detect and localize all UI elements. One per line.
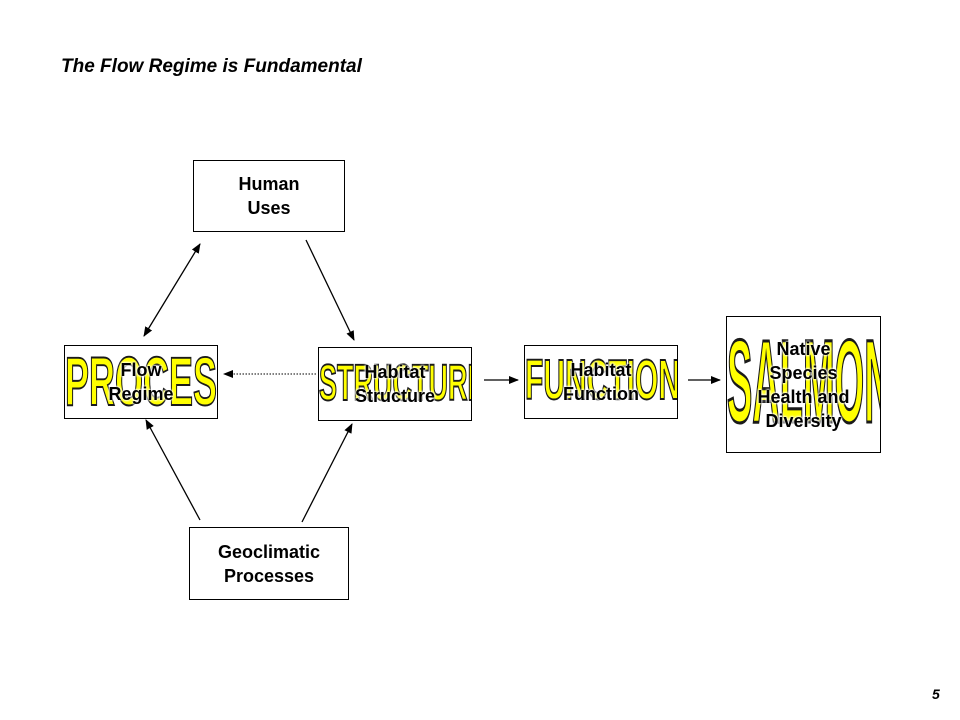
slide-title: The Flow Regime is Fundamental	[61, 56, 362, 77]
habitat-function-box: FUNCTION Habitat Function	[524, 345, 678, 419]
flow-regime-box: PROCESS Flow Regime	[64, 345, 218, 419]
function-watermark: FUNCTION	[525, 349, 678, 413]
habitat-structure-label: Habitat Structure	[354, 362, 435, 406]
native-species-box: SALMON Native Species Health and Diversi…	[726, 316, 881, 453]
arrow-geoclimatic-flow	[145, 419, 201, 521]
geoclimatic-box: Geoclimatic Processes	[189, 527, 349, 600]
human-uses-label: Human Uses	[238, 174, 300, 218]
structure-watermark: STRUCTURE	[319, 354, 472, 412]
salmon-watermark: SALMON	[727, 319, 881, 450]
arrow-geoclimatic-structure	[301, 423, 353, 523]
page-number: 5	[932, 686, 940, 702]
geoclimatic-label: Geoclimatic Processes	[217, 541, 321, 586]
habitat-structure-box: STRUCTURE Habitat Structure	[318, 347, 472, 421]
flow-regime-label: Flow Regime	[108, 360, 174, 404]
habitat-function-label: Habitat Function	[563, 360, 639, 404]
human-uses-box: Human Uses	[193, 160, 345, 232]
arrow-flow-human	[143, 243, 201, 337]
process-watermark: PROCESS	[65, 345, 218, 419]
arrow-human-structure	[305, 239, 355, 341]
native-species-label: Native Species Health and Diversity	[757, 338, 850, 431]
